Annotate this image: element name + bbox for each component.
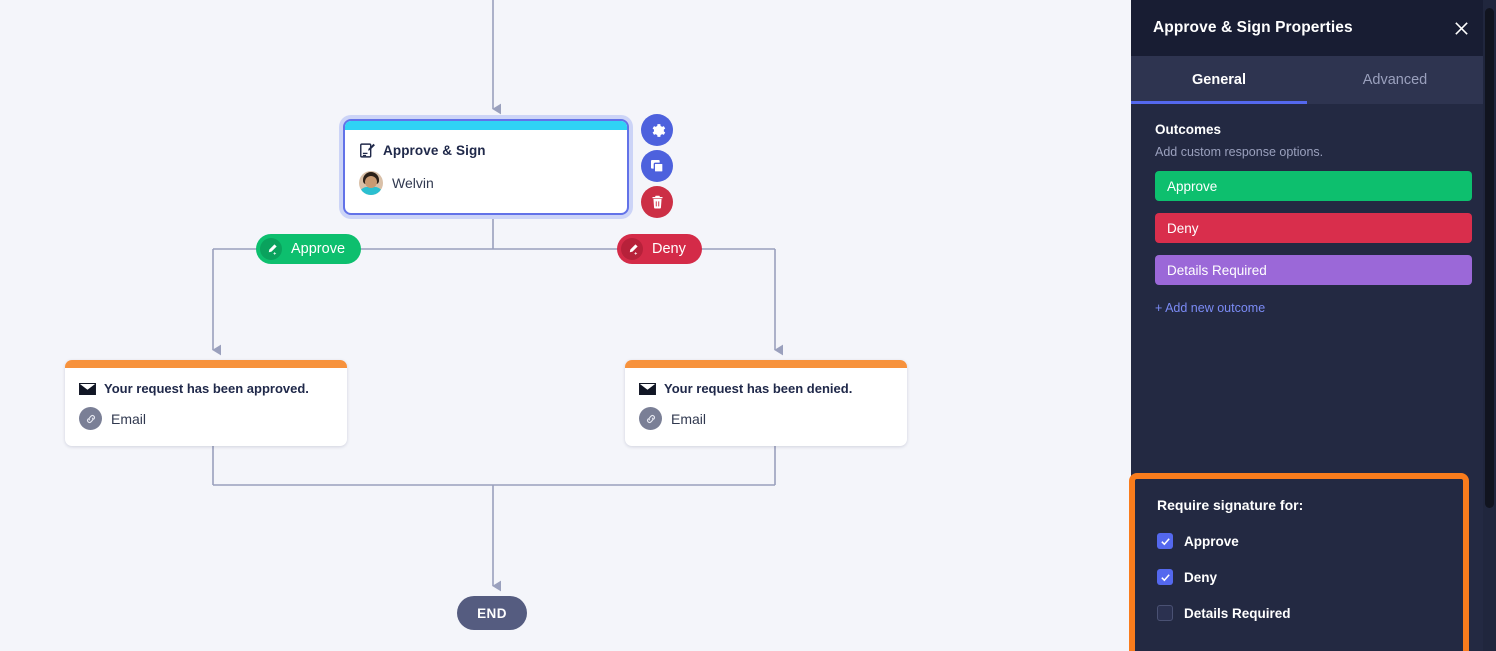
node-settings-button[interactable] [641, 114, 673, 146]
node-action-buttons [641, 114, 673, 222]
outcomes-title: Outcomes [1155, 122, 1222, 137]
close-icon[interactable] [1448, 15, 1474, 41]
envelope-icon [639, 382, 656, 395]
gear-icon [652, 123, 665, 137]
signature-option-label: Approve [1184, 533, 1239, 549]
node-email-approved[interactable]: Your request has been approved. Email [65, 360, 347, 446]
signature-option-label: Details Required [1184, 605, 1291, 621]
email-channel-label: Email [111, 410, 147, 427]
tab-general[interactable]: General [1131, 56, 1307, 104]
signature-option-approve[interactable]: Approve [1157, 533, 1441, 549]
properties-panel: Approve & Sign Properties General Advanc… [1129, 0, 1496, 651]
node-approve-and-sign[interactable]: Approve & Sign Welvin [343, 119, 629, 215]
outcomes-section: Outcomes Add custom response options. Ap… [1131, 104, 1496, 315]
panel-tabs: General Advanced [1131, 56, 1483, 104]
trash-icon [652, 195, 662, 209]
email-channel-row: Email [79, 407, 333, 430]
node-accent-bar [65, 360, 347, 368]
tab-advanced[interactable]: Advanced [1307, 56, 1483, 104]
outcome-label: Details Required [1167, 262, 1267, 278]
branch-pill-label: Approve [291, 241, 346, 257]
outcome-label: Approve [1167, 178, 1218, 194]
email-channel-row: Email [639, 407, 893, 430]
panel-body: Outcomes Add custom response options. Ap… [1129, 104, 1496, 651]
workflow-canvas[interactable]: Approve & Sign Welvin [0, 0, 1131, 651]
link-icon [639, 407, 662, 430]
tab-label: Advanced [1362, 72, 1428, 88]
tab-label: General [1192, 72, 1246, 88]
connector-lines [212, 0, 784, 592]
branch-pill-label: Deny [652, 241, 686, 257]
link-icon [79, 407, 102, 430]
branch-pill-deny[interactable]: Deny [617, 234, 702, 264]
signature-option-details-required[interactable]: Details Required [1157, 605, 1441, 621]
outcome-deny[interactable]: Deny [1155, 213, 1472, 243]
email-title: Your request has been denied. [664, 381, 853, 396]
envelope-icon [79, 382, 96, 395]
sign-document-icon [360, 143, 375, 158]
checkbox-deny[interactable] [1157, 569, 1173, 585]
node-title-row: Approve & Sign [359, 142, 613, 159]
checkbox-approve[interactable] [1157, 533, 1173, 549]
page-title: Approve & Sign Properties [1153, 19, 1353, 36]
require-signature-title: Require signature for: [1157, 497, 1304, 513]
outcome-approve[interactable]: Approve [1155, 171, 1472, 201]
node-accent-bar [625, 360, 907, 368]
panel-scrollbar-thumb[interactable] [1485, 8, 1494, 508]
signature-pen-icon [260, 238, 282, 260]
assignee-name: Welvin [392, 175, 434, 191]
node-assignee-row: Welvin [359, 171, 613, 195]
panel-scrollbar-track[interactable] [1483, 0, 1496, 651]
checkbox-details-required[interactable] [1157, 605, 1173, 621]
node-title: Approve & Sign [383, 143, 486, 158]
require-signature-section: Require signature for: Approve Deny Deta… [1129, 473, 1469, 651]
email-title-row: Your request has been denied. [639, 381, 893, 396]
node-end[interactable]: END [457, 596, 527, 630]
copy-icon [651, 160, 664, 173]
branch-pill-approve[interactable]: Approve [256, 234, 362, 264]
node-delete-button[interactable] [641, 186, 673, 218]
outcome-details-required[interactable]: Details Required [1155, 255, 1472, 285]
email-title-row: Your request has been approved. [79, 381, 333, 396]
node-email-denied[interactable]: Your request has been denied. Email [625, 360, 907, 446]
email-channel-label: Email [671, 410, 707, 427]
panel-header: Approve & Sign Properties [1131, 0, 1496, 56]
email-title: Your request has been approved. [104, 381, 309, 396]
add-new-outcome-link[interactable]: + Add new outcome [1155, 301, 1266, 315]
avatar [359, 171, 383, 195]
signature-option-label: Deny [1184, 569, 1218, 585]
outcomes-subtitle: Add custom response options. [1155, 145, 1324, 159]
outcome-label: Deny [1167, 220, 1199, 236]
signature-option-deny[interactable]: Deny [1157, 569, 1441, 585]
signature-pen-icon [621, 238, 643, 260]
node-accent-bar [345, 121, 627, 130]
node-duplicate-button[interactable] [641, 150, 673, 182]
end-label: END [477, 605, 507, 621]
